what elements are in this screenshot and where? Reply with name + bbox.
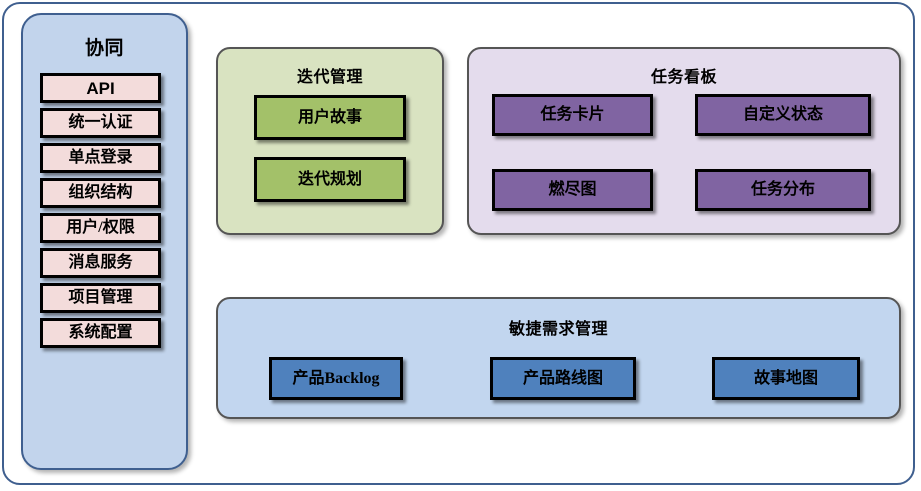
panel-task-board: 任务看板 任务卡片 自定义状态 燃尽图 任务分布 [467, 47, 901, 235]
panel-agile-title: 敏捷需求管理 [508, 321, 608, 338]
agile-item-product-roadmap[interactable]: 产品路线图 [490, 357, 636, 400]
agile-item-product-backlog[interactable]: 产品Backlog [269, 357, 403, 400]
collab-item-org-structure[interactable]: 组织结构 [40, 178, 161, 208]
taskboard-item-task-distribution[interactable]: 任务分布 [695, 169, 871, 211]
panel-agile-requirement-management: 敏捷需求管理 产品Backlog 产品路线图 故事地图 [216, 297, 901, 419]
collab-item-unified-auth[interactable]: 统一认证 [40, 108, 161, 138]
panel-task-board-title: 任务看板 [650, 69, 717, 86]
outer-frame [2, 2, 915, 485]
taskboard-item-custom-status[interactable]: 自定义状态 [695, 94, 871, 136]
agile-item-story-map[interactable]: 故事地图 [712, 357, 860, 400]
panel-iteration-title: 迭代管理 [296, 69, 363, 86]
collab-item-project-mgmt[interactable]: 项目管理 [40, 283, 161, 313]
collab-item-sys-config[interactable]: 系统配置 [40, 318, 161, 348]
panel-collaboration-title: 协同 [84, 38, 124, 59]
taskboard-item-task-card[interactable]: 任务卡片 [492, 94, 653, 136]
panel-collaboration: 协同 API 统一认证 单点登录 组织结构 用户/权限 消息服务 项目管理 系统… [21, 13, 188, 470]
collab-item-api[interactable]: API [40, 73, 161, 103]
collab-item-message-svc[interactable]: 消息服务 [40, 248, 161, 278]
iteration-item-iteration-planning[interactable]: 迭代规划 [254, 157, 406, 202]
collab-item-user-rights[interactable]: 用户/权限 [40, 213, 161, 243]
collab-item-sso[interactable]: 单点登录 [40, 143, 161, 173]
taskboard-item-burndown-chart[interactable]: 燃尽图 [492, 169, 653, 211]
iteration-item-user-story[interactable]: 用户故事 [254, 95, 406, 140]
panel-iteration-management: 迭代管理 用户故事 迭代规划 [216, 47, 444, 235]
